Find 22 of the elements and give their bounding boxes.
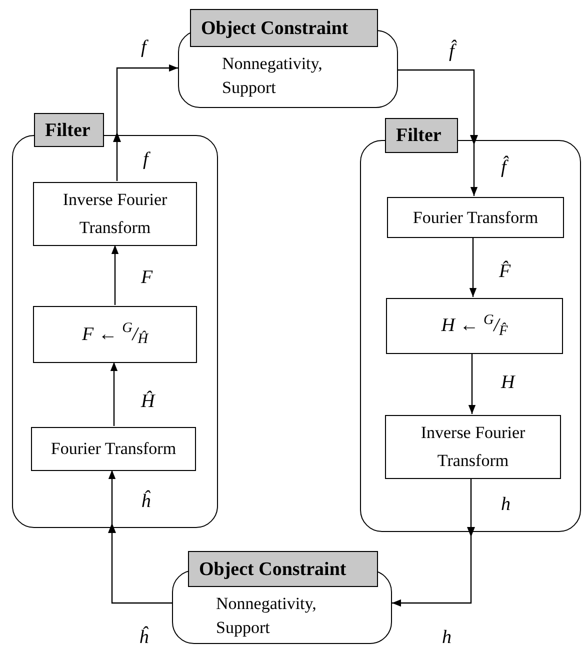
box-text: Inverse Fourier Transform: [62, 189, 168, 239]
heading-label: Filter: [385, 118, 458, 153]
constraint-text: Nonnegativity, Support: [216, 593, 318, 639]
box-text: Fourier Transform: [412, 206, 540, 228]
process-box: [386, 298, 563, 354]
box-text: H ← $^{G}$/$_{F̂}$: [440, 312, 509, 340]
process-box: [385, 415, 561, 479]
process-box: [33, 182, 197, 246]
box-text: F ← $^{G}$/$_{Ĥ}$: [81, 320, 150, 348]
heading-label: Object Constraint: [188, 551, 378, 587]
box-text: Inverse Fourier Transform: [420, 422, 526, 472]
heading-label: Filter: [34, 113, 104, 147]
process-box: [387, 197, 564, 238]
signal-label: f: [142, 150, 150, 169]
process-box: [31, 427, 196, 471]
heading-label: Object Constraint: [190, 9, 378, 47]
process-box: [33, 306, 197, 363]
box-text: Fourier Transform: [50, 438, 178, 460]
signal-label: f̂: [500, 158, 508, 177]
edge-label: f̂: [448, 42, 456, 61]
edge-label: f: [140, 38, 148, 57]
constraint-text: Nonnegativity, Support: [222, 53, 324, 99]
